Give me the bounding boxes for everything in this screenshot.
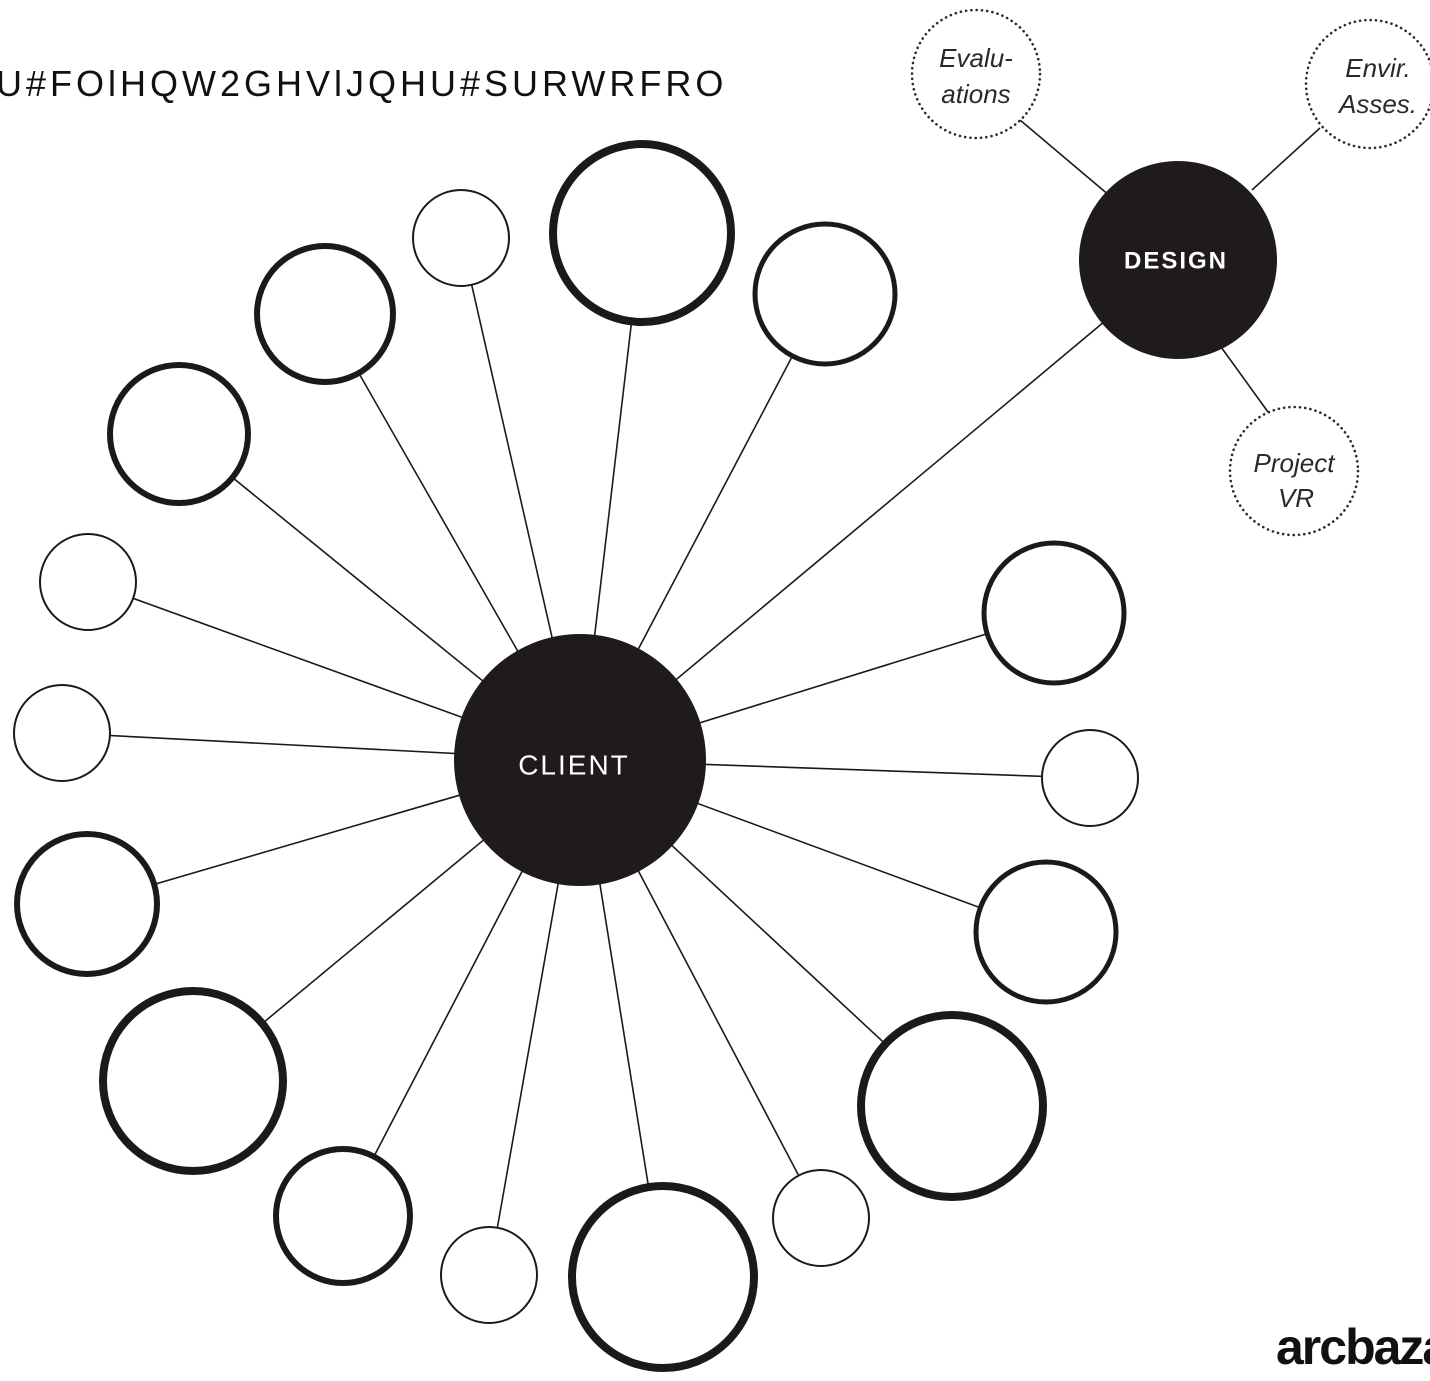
evaluations-dotted-circle xyxy=(910,8,1042,140)
header-title: U#FOlHQW2GHVlJQHU#SURWRFRO xyxy=(0,63,727,104)
client-hub-circle xyxy=(454,634,706,886)
design-label: DESIGN xyxy=(1124,247,1228,274)
design-hub-circle xyxy=(1079,161,1277,359)
leaf-node-circle xyxy=(981,540,1127,686)
client-label: CLIENT xyxy=(518,749,630,780)
leaf-nodes xyxy=(13,140,1139,1372)
project-vr-line-1: Project xyxy=(1254,448,1337,478)
satellite-evaluations: Evalu- ations xyxy=(910,8,1042,140)
leaf-node-circle xyxy=(752,221,898,367)
design-satellite-link xyxy=(1251,127,1321,191)
leaf-node-circle xyxy=(973,859,1119,1005)
satellite-project-vr: Project VR xyxy=(1228,405,1360,537)
design-satellite-lines xyxy=(1019,119,1321,413)
leaf-node-circle xyxy=(857,1011,1047,1201)
envir-asses-line-2: Asses. xyxy=(1337,89,1417,119)
leaf-node-circle xyxy=(14,831,160,977)
arcbaza-watermark-logo: arcbaza xyxy=(1276,1319,1430,1375)
design-satellite-link xyxy=(1019,119,1111,197)
satellite-envir-asses: Envir. Asses. xyxy=(1304,18,1430,150)
leaf-node-circle xyxy=(549,140,735,326)
leaf-node-circle xyxy=(1041,729,1139,827)
leaf-node-circle xyxy=(772,1169,870,1267)
client-node: CLIENT xyxy=(454,634,706,886)
evaluations-line-2: ations xyxy=(941,79,1010,109)
evaluations-line-1: Evalu- xyxy=(939,43,1013,73)
leaf-node-circle xyxy=(99,987,287,1175)
leaf-node-circle xyxy=(13,684,111,782)
project-vr-dotted-circle xyxy=(1228,405,1360,537)
design-satellite-link xyxy=(1215,339,1269,413)
client-design-link xyxy=(579,259,1179,761)
leaf-node-circle xyxy=(107,362,251,506)
leaf-node-circle xyxy=(273,1146,413,1286)
leaf-node-circle xyxy=(440,1226,538,1324)
envir-asses-dotted-circle xyxy=(1304,18,1430,150)
project-vr-line-2: VR xyxy=(1278,483,1314,513)
design-node: DESIGN xyxy=(1079,161,1277,359)
leaf-node-circle xyxy=(412,189,510,287)
leaf-node-circle xyxy=(254,243,396,385)
envir-asses-line-1: Envir. xyxy=(1345,53,1411,83)
leaf-node-circle xyxy=(568,1182,758,1372)
leaf-node-circle xyxy=(39,533,137,631)
